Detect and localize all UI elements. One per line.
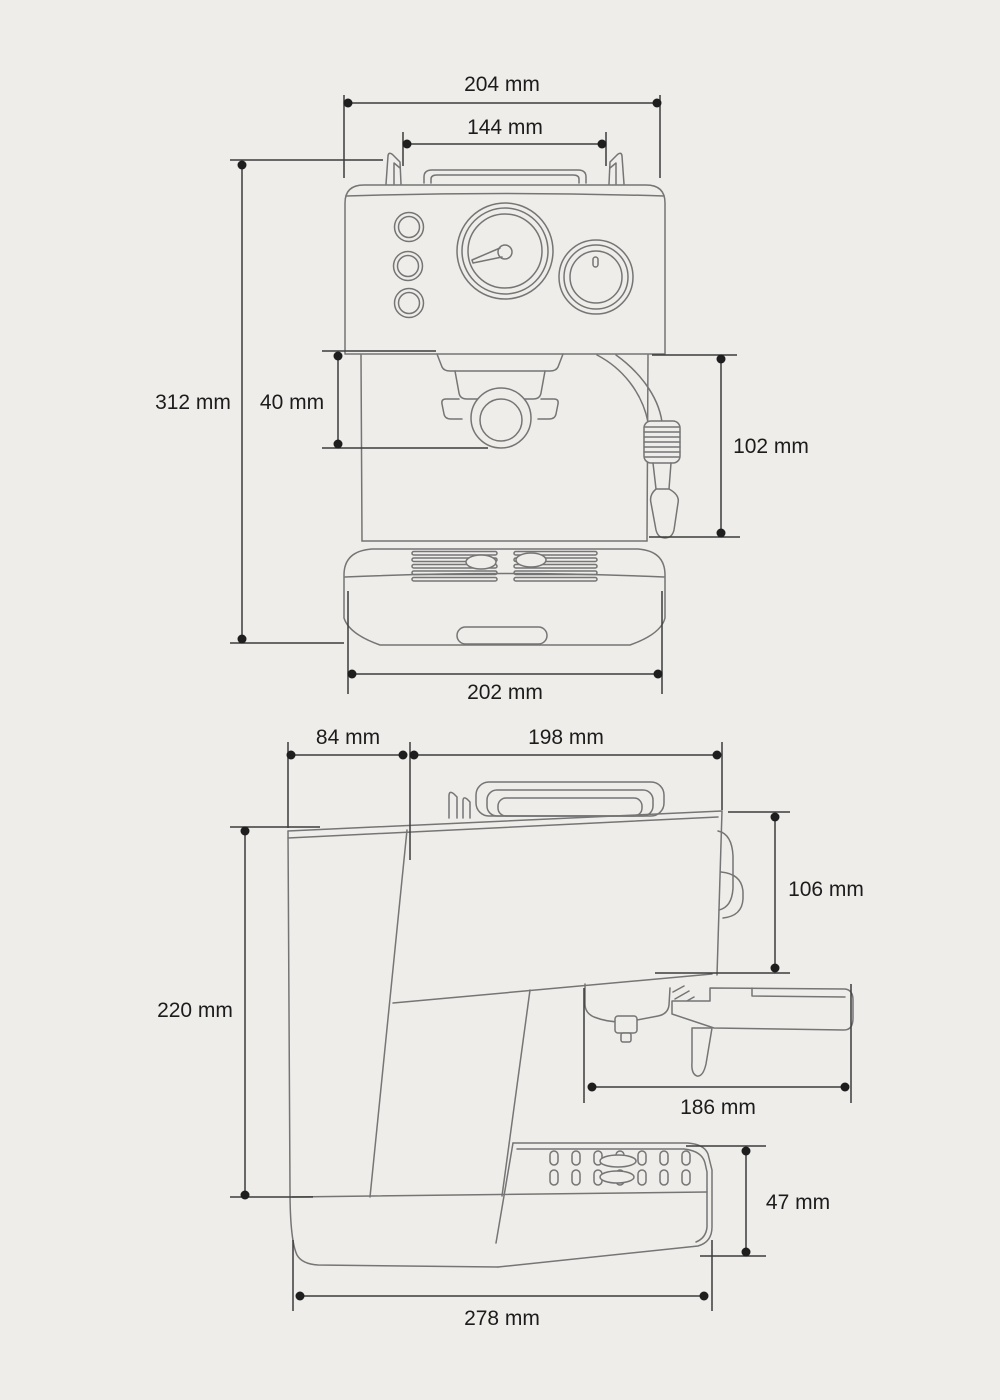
side-group-nozzle-tip [620, 1032, 632, 1043]
knob-indicator-tick [592, 256, 599, 268]
machine-head-top-line [345, 192, 665, 197]
dim-side-head-height: 106 mm [655, 811, 864, 974]
dim-label-head-height: 106 mm [788, 878, 864, 901]
dim-label-head-clearance: 40 mm [260, 391, 324, 414]
cup-rail-left-post [385, 152, 402, 185]
dim-front-overall-height: 312 mm [155, 159, 383, 644]
side-view-drawing [287, 781, 854, 1268]
side-rail-front-fin-2 [462, 797, 471, 819]
dim-side-body-height: 220 mm [157, 826, 320, 1200]
knob-outer-ring [558, 239, 634, 315]
button-2-outer [392, 250, 424, 282]
dim-label-portafilter-reach: 186 mm [680, 1096, 756, 1119]
side-rail-outer [475, 781, 665, 817]
dim-front-steam-wand-height: 102 mm [649, 354, 809, 538]
side-tray-oval-upper [599, 1154, 637, 1168]
steam-wand-tip [649, 488, 680, 539]
gauge-needle [471, 247, 503, 264]
side-head-bulge-upper [717, 830, 734, 911]
portafilter-inner [479, 398, 523, 442]
base-rim-line [344, 572, 665, 578]
group-tab-right [537, 398, 559, 420]
portafilter-outer [470, 387, 532, 449]
dim-label-overall-depth: 278 mm [464, 1307, 540, 1330]
dim-front-overall-width: 204 mm [343, 73, 662, 178]
dim-label-steam-wand-height: 102 mm [733, 435, 809, 458]
side-portafilter-step [751, 987, 846, 998]
side-back-edge [287, 830, 499, 1268]
side-tray-left-edge [495, 1142, 514, 1244]
cup-tray-bar [423, 169, 587, 184]
button-1-inner [397, 215, 421, 239]
dim-label-cup-tray-width: 144 mm [467, 116, 543, 139]
steam-wand-lower-tube [652, 462, 672, 490]
group-cover [436, 353, 564, 372]
gauge-face [467, 213, 543, 289]
side-top-edge-inner [287, 816, 719, 839]
front-view-drawing [343, 152, 681, 646]
side-top-edge [287, 810, 723, 832]
dim-side-drip-tray-height: 47 mm [686, 1145, 830, 1257]
button-3-outer [393, 287, 425, 319]
gauge-mid-ring [461, 207, 549, 295]
base-outline [343, 548, 666, 646]
button-2-inner [396, 254, 420, 278]
cup-rail-right-post [608, 152, 625, 185]
side-group-nozzle [614, 1015, 638, 1034]
side-tank-seam [369, 829, 408, 1198]
dim-label-top-rear-depth: 198 mm [528, 726, 604, 749]
drip-grate-oval-right [515, 552, 547, 568]
side-portafilter-spout [691, 1027, 713, 1077]
dim-label-overall-width: 204 mm [464, 73, 540, 96]
drip-tray-handle [456, 626, 548, 645]
gauge-outer-ring [456, 202, 554, 300]
drip-grate-right [513, 550, 598, 582]
steam-wand-coil-ribs [643, 426, 681, 458]
group-tab-left [441, 398, 463, 420]
knob-face [569, 250, 623, 304]
dim-label-base-width: 202 mm [467, 681, 543, 704]
side-tray-oval-lower [599, 1170, 635, 1184]
dim-side-top-rear-depth: 198 mm [409, 726, 723, 810]
side-tray-outline [497, 1142, 713, 1268]
button-3-inner [397, 291, 421, 315]
side-head-bottom-edge [392, 973, 713, 1004]
steam-wand-tube-left [596, 354, 649, 423]
dim-side-top-front-depth: 84 mm [286, 726, 411, 860]
gauge-needle-hub [497, 244, 513, 260]
dim-front-cup-tray-width: 144 mm [402, 116, 607, 166]
side-base-line [291, 1191, 708, 1198]
side-column-front-edge [501, 989, 531, 1197]
side-tray-slots [549, 1150, 691, 1186]
dim-label-top-front-depth: 84 mm [316, 726, 380, 749]
dim-front-base-width: 202 mm [347, 591, 663, 704]
cup-rail-right-post-inner [609, 162, 617, 185]
drip-grate-oval-left [465, 554, 497, 570]
dim-label-body-height: 220 mm [157, 999, 233, 1022]
dim-front-head-clearance: 40 mm [260, 350, 488, 449]
knob-mid-ring [563, 244, 629, 310]
side-rail-front-fin-1 [448, 791, 458, 819]
side-head-right-edge [716, 810, 723, 976]
dim-label-drip-tray-height: 47 mm [766, 1191, 830, 1214]
dim-label-overall-height: 312 mm [155, 391, 231, 414]
side-tray-rim-inner [516, 1148, 708, 1243]
side-rail-mid [486, 789, 654, 817]
dim-side-portafilter-reach: 186 mm [583, 984, 852, 1119]
dim-side-overall-depth: 278 mm [292, 1240, 713, 1330]
steam-wand-tube-right [615, 354, 663, 423]
cup-rail-left-post-inner [393, 162, 401, 185]
side-rail-inner [497, 797, 643, 817]
side-head-bulge-lower [720, 871, 744, 919]
button-1-outer [393, 211, 425, 243]
cup-tray-bar-inner [430, 174, 580, 184]
side-portafilter-body [671, 987, 854, 1031]
drip-grate-left [411, 550, 498, 582]
machine-head [344, 184, 666, 355]
